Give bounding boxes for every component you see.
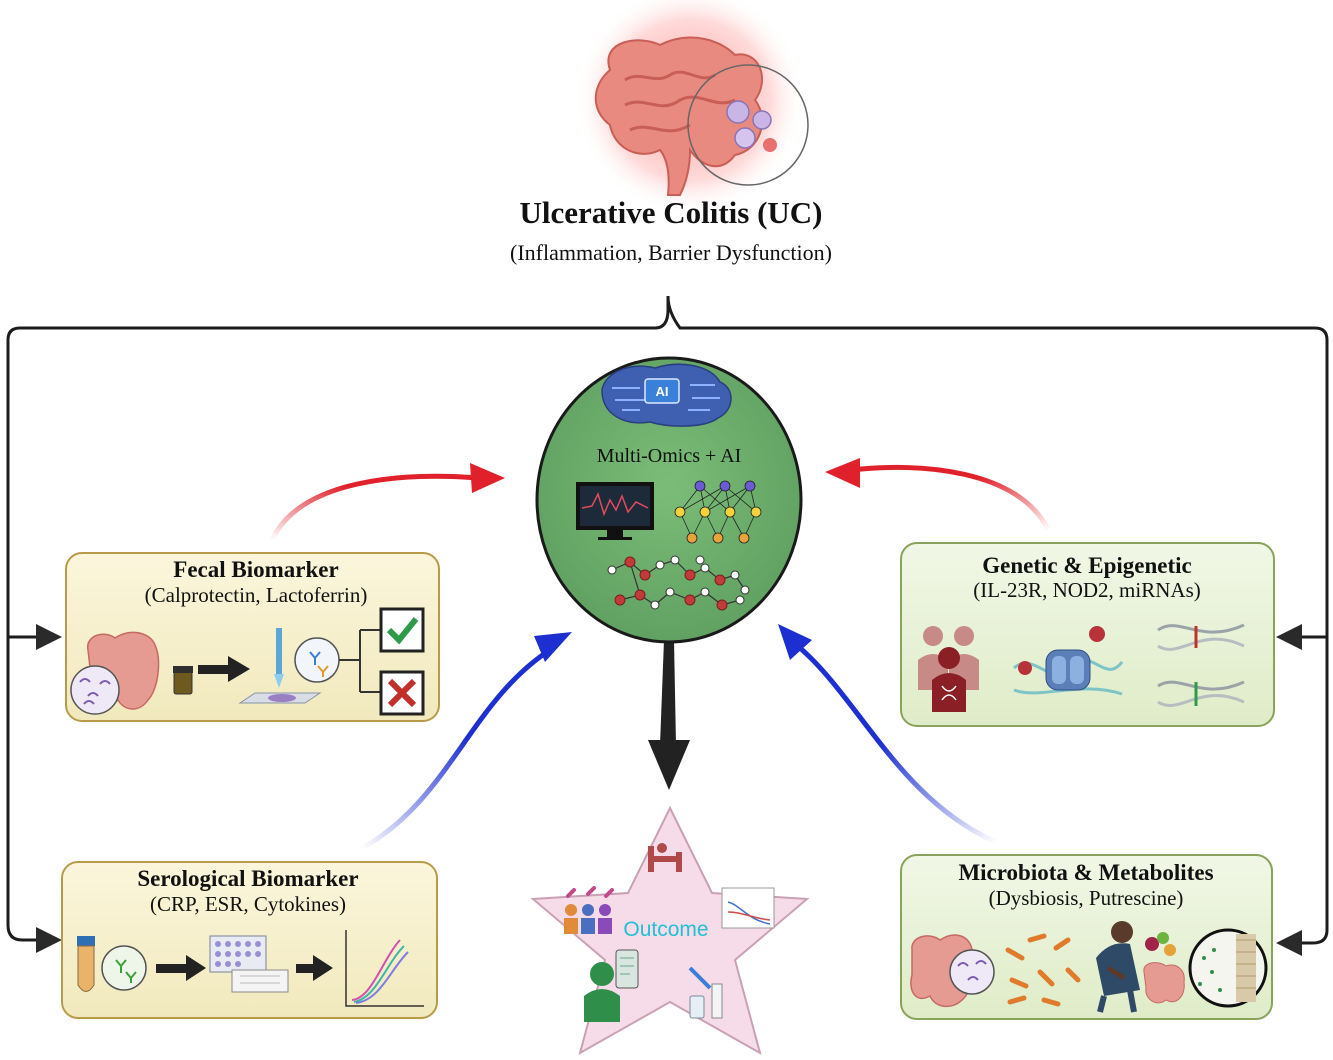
- genetic-epigenetic-box: Genetic & Epigenetic (IL-23R, NOD2, miRN…: [900, 542, 1275, 727]
- standard-curve-icon: [345, 930, 424, 1007]
- colon-sample-icon: [70, 631, 193, 715]
- fecal-biomarker-title: Fecal Biomarker: [173, 557, 338, 582]
- dna-snp-icon: [1157, 623, 1245, 707]
- page-title: Ulcerative Colitis (UC): [519, 195, 822, 230]
- fecal-biomarker-subtitle: (Calprotectin, Lactoferrin): [145, 583, 368, 607]
- epithelium-magnifier-icon: [1188, 928, 1268, 1008]
- serological-to-center-arrow: [360, 632, 572, 851]
- fecal-biomarker-box: Fecal Biomarker (Calprotectin, Lactoferr…: [65, 552, 440, 722]
- genetic-epigenetic-subtitle: (IL-23R, NOD2, miRNAs): [973, 578, 1200, 602]
- serological-biomarker-title: Serological Biomarker: [137, 866, 358, 891]
- neural-network-icon: [674, 480, 762, 544]
- microbiota-to-center-arrow: [778, 624, 998, 845]
- blood-tube-icon: [77, 936, 95, 992]
- ai-badge-label: AI: [656, 384, 669, 399]
- microbiota-metabolites-title: Microbiota & Metabolites: [958, 860, 1213, 885]
- page-subtitle: (Inflammation, Barrier Dysfunction): [510, 240, 832, 265]
- cross-icon: [379, 670, 425, 716]
- antibody-circle-icon: [294, 637, 340, 683]
- genetic-to-center-arrow: [825, 458, 1051, 532]
- process-arrow-icon: [198, 656, 250, 682]
- response-chart-icon: [721, 887, 775, 929]
- check-icon: [379, 607, 425, 653]
- center-title: Multi-Omics + AI: [597, 445, 742, 467]
- abdominal-pain-person-icon: [1096, 921, 1140, 1013]
- feedback-bracket: [6, 295, 1329, 945]
- colon-inflammation-icon: [575, 0, 809, 215]
- physician-tablet-icon: [584, 949, 639, 1022]
- sample-test-icon: [688, 966, 723, 1019]
- patients-icon: [564, 886, 614, 934]
- bracket-arrowheads: [36, 624, 1302, 956]
- colon-microbiota-icon: [910, 934, 995, 1008]
- outcome-node: Outcome: [530, 805, 810, 1056]
- pipette-assay-icon: [238, 628, 322, 704]
- serological-biomarker-subtitle: (CRP, ESR, Cytokines): [150, 892, 346, 916]
- multi-omics-ai-node: AI Multi-Omics + AI: [535, 356, 803, 644]
- hospital-bed-icon: [648, 843, 682, 872]
- process-arrow-icon: [296, 955, 333, 981]
- diet-gut-icon: [1143, 932, 1185, 1004]
- elisa-plate-icon: [209, 935, 289, 993]
- monitor-icon: [576, 482, 654, 540]
- center-to-outcome-arrow: [648, 640, 690, 790]
- family-genetics-icon: [918, 626, 979, 712]
- ai-brain-icon: AI: [601, 363, 732, 427]
- fecal-to-center-arrow: [269, 463, 505, 542]
- microbiota-metabolites-box: Microbiota & Metabolites (Dysbiosis, Put…: [900, 854, 1273, 1020]
- process-arrow-icon: [156, 955, 206, 981]
- bacteria-icon: [1005, 933, 1081, 1007]
- antibody-sample-icon: [101, 945, 147, 991]
- genetic-epigenetic-title: Genetic & Epigenetic: [982, 553, 1192, 578]
- outcome-label: Outcome: [623, 918, 708, 941]
- serological-biomarker-box: Serological Biomarker (CRP, ESR, Cytokin…: [61, 861, 438, 1019]
- chromatin-icon: [1013, 626, 1124, 696]
- result-branch-lines: [339, 629, 380, 693]
- molecular-network-icon: [607, 555, 750, 611]
- microbiota-metabolites-subtitle: (Dysbiosis, Putrescine): [989, 886, 1184, 910]
